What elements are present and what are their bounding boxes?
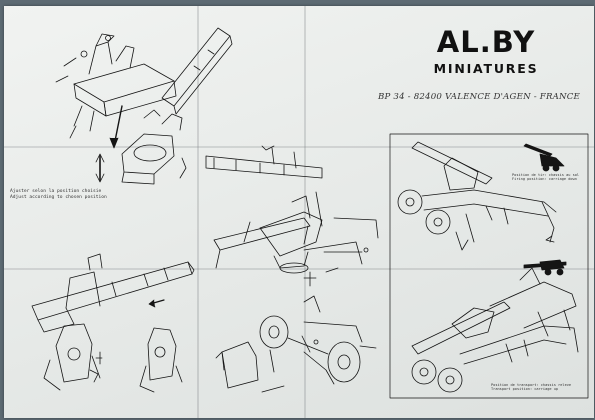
adjust-note-fr: Ajuster selon la position choisie (10, 189, 102, 194)
step-3-barrel-drawing (31, 253, 195, 393)
transport-position-drawing (411, 267, 579, 393)
firing-position-drawing (397, 141, 557, 251)
transport-caption-fr: Position de transport: chassis releve (491, 383, 572, 387)
brand-logo: AL.BY MINIATURES (396, 26, 576, 78)
fold-line (4, 268, 594, 270)
step-2-mount-drawing (213, 191, 379, 287)
assembly-drawings (31, 27, 589, 399)
brand-subtitle: MINIATURES (433, 61, 539, 76)
company-address: BP 34 - 82400 VALENCE D'AGEN - FRANCE (377, 92, 580, 102)
firing-caption-en: Firing position: carriage down (512, 177, 577, 182)
fold-line (197, 6, 199, 418)
adjust-note: Ajuster selon la position choisie Adjust… (10, 189, 107, 200)
step-1-carriage-drawing (55, 27, 323, 185)
brand-name: AL.BY (436, 25, 536, 59)
firing-caption-fr: Position de tir: chassis au sol (512, 173, 580, 177)
step-4-wheels-drawing (215, 295, 377, 393)
transport-caption-en: Transport position: carriage up (491, 387, 559, 392)
transport-position-caption: Position de transport: chassis releve Tr… (491, 383, 571, 392)
instruction-sheet: AL.BY MINIATURES BP 34 - 82400 VALENCE D… (4, 6, 594, 418)
fold-line (4, 146, 594, 148)
gun-silhouette-icons (523, 143, 567, 276)
adjust-note-en: Adjust according to chosen position (10, 194, 107, 200)
fold-line (304, 6, 306, 418)
firing-position-caption: Position de tir: chassis au sol Firing p… (512, 173, 579, 182)
